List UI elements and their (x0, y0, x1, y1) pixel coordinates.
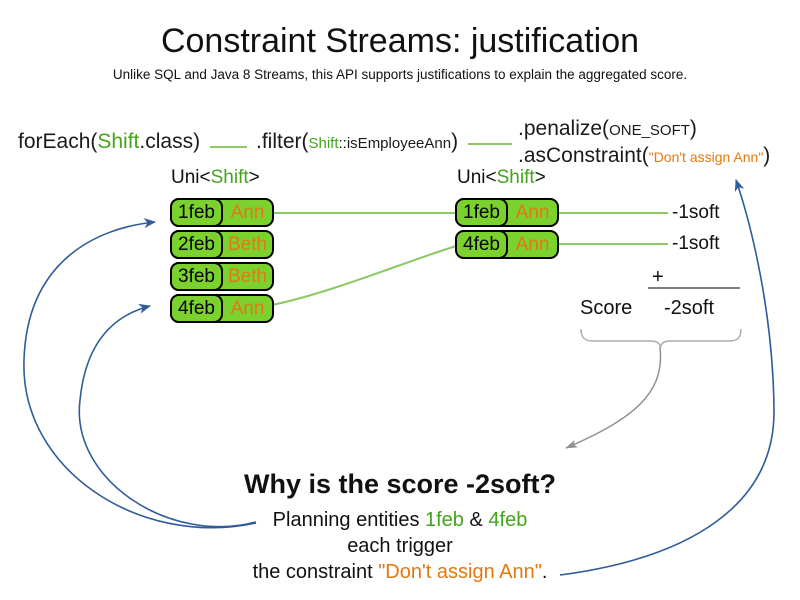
page-title: Constraint Streams: justification (160, 22, 640, 60)
left-stream-table: 1feb Ann 2feb Beth 3feb Beth 4feb Ann (170, 198, 274, 323)
penalty-1feb: -1soft (672, 202, 720, 223)
shift-date: 2feb (170, 230, 223, 259)
plus-sign: + (652, 266, 664, 288)
score-label: Score (580, 297, 633, 319)
code-asconstraint-pre: .asConstraint( (518, 144, 649, 167)
shift-row-3feb-beth: 3feb Beth (170, 262, 274, 291)
shift-employee: Ann (515, 233, 550, 255)
explanation-line-constraint: the constraint "Don't assign Ann". (100, 559, 700, 585)
shift-date: 3feb (170, 262, 223, 291)
code-foreach-pre: forEach( (18, 130, 98, 153)
constraint-post: . (541, 561, 548, 583)
shift-row-1feb-ann: 1feb Ann (170, 198, 274, 227)
code-foreach-type: Shift (97, 130, 140, 153)
right-stream-table: 1feb Ann 4feb Ann (455, 198, 559, 259)
uni-type: Shift (210, 167, 249, 188)
code-penalize: .penalize(ONE_SOFT) (518, 117, 697, 141)
explanation-block: Why is the score -2soft? Planning entiti… (100, 469, 700, 585)
code-penalize-pre: .penalize( (518, 117, 610, 140)
subtitle: Unlike SQL and Java 8 Streams, this API … (112, 67, 688, 82)
shift-row-4feb-ann-filtered: 4feb Ann (455, 230, 559, 259)
shift-employee: Ann (230, 201, 265, 223)
uni-type: Shift (496, 167, 535, 188)
shift-employee: Beth (227, 265, 268, 287)
explanation-line-entities: Planning entities 1feb & 4feb (100, 507, 700, 533)
explanation-line-trigger: each trigger (347, 535, 453, 557)
shift-row-4feb-ann: 4feb Ann (170, 294, 274, 323)
uni-post: > (534, 167, 546, 188)
shift-date: 1feb (455, 198, 508, 227)
score-underbrace (580, 328, 742, 348)
code-foreach: forEach(Shift.class) (18, 130, 200, 154)
entities-amp: & (463, 509, 489, 531)
code-foreach-post: .class) (139, 130, 201, 153)
shift-row-2feb-beth: 2feb Beth (170, 230, 274, 259)
code-filter-post: ) (451, 130, 459, 153)
gray-arrow-to-explanation (565, 346, 662, 449)
shift-date: 4feb (455, 230, 508, 259)
sum-line (648, 287, 740, 289)
shift-employee: Ann (230, 297, 265, 319)
explanation-heading: Why is the score -2soft? (243, 469, 557, 499)
uni-post: > (248, 167, 260, 188)
green-connector-4feb-curve (271, 245, 457, 306)
code-asconstraint-post: ) (763, 144, 771, 167)
code-asconstraint-arg: "Don't assign Ann" (648, 149, 764, 165)
shift-row-1feb-ann-filtered: 1feb Ann (455, 198, 559, 227)
shift-employee: Beth (227, 233, 268, 255)
shift-date: 1feb (170, 198, 223, 227)
entities-pre: Planning entities (272, 509, 425, 531)
entity-1feb: 1feb (425, 509, 464, 531)
right-stream-type-label: Uni<Shift> (457, 167, 546, 189)
left-stream-type-label: Uni<Shift> (171, 167, 260, 189)
score-total: -2soft (664, 297, 715, 319)
code-penalize-post: ) (689, 117, 697, 140)
uni-pre: Uni< (457, 167, 497, 188)
code-asconstraint: .asConstraint("Don't assign Ann") (518, 144, 770, 168)
constraint-name: "Don't assign Ann" (378, 561, 542, 583)
code-penalize-arg: ONE_SOFT (609, 122, 690, 139)
code-filter-type: Shift (308, 135, 339, 152)
code-filter-arg: ::isEmployeeAnn (338, 135, 452, 152)
constraint-pre: the constraint (252, 561, 379, 583)
penalty-4feb: -1soft (672, 233, 720, 254)
uni-pre: Uni< (171, 167, 211, 188)
code-filter: .filter(Shift::isEmployeeAnn) (256, 130, 458, 154)
code-filter-pre: .filter( (256, 130, 309, 153)
shift-date: 4feb (170, 294, 223, 323)
entity-4feb: 4feb (488, 509, 528, 531)
shift-employee: Ann (515, 201, 550, 223)
